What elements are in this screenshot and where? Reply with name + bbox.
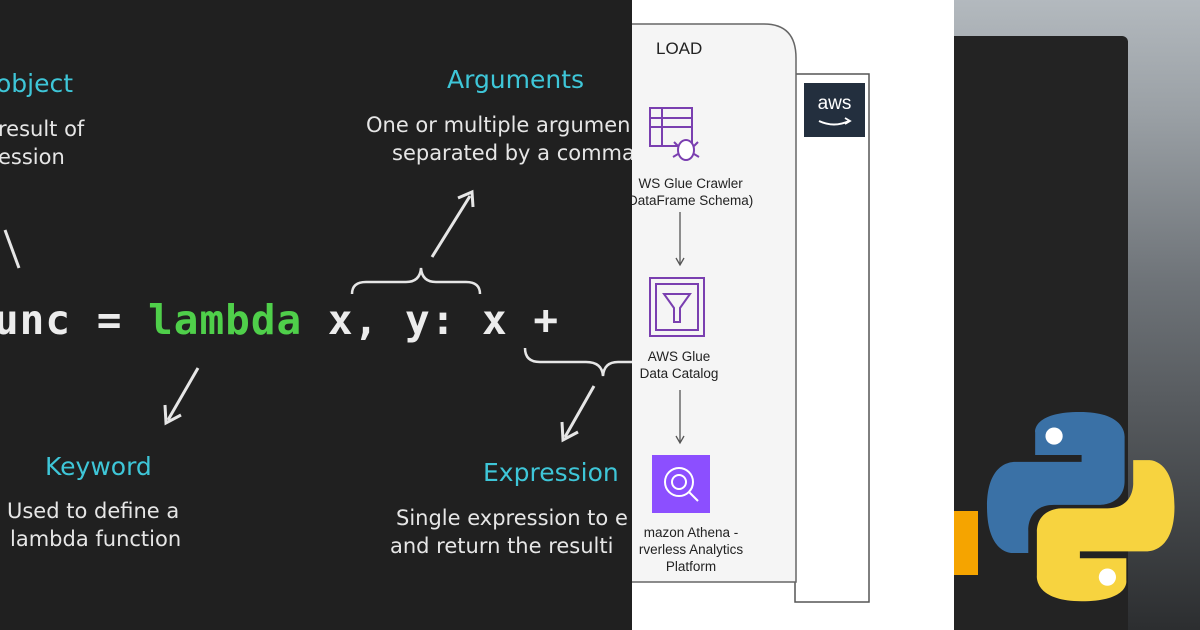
- aws-logo: aws: [804, 83, 865, 137]
- keyword-arrow: [166, 367, 200, 421]
- node-athena-line3: Platform: [665, 559, 717, 574]
- arguments-desc-line2: separated by a comma: [392, 141, 632, 165]
- arguments-arrow: [430, 195, 472, 258]
- orange-accent: [954, 511, 978, 575]
- expression-arrow-head: [560, 421, 579, 443]
- expression-brace: [523, 347, 632, 377]
- aws-logo-text: aws: [817, 93, 852, 114]
- aws-cloud-boundary: [794, 73, 870, 603]
- aws-load-diagram-panel: LOAD aws WS Glue Crawler DataFrame Schem…: [632, 0, 954, 630]
- arguments-arrow-head: [457, 189, 475, 208]
- object-pointer-line: [3, 229, 21, 269]
- arguments-brace: [350, 267, 482, 295]
- lambda-annotations: [3, 189, 632, 443]
- keyword-desc-line1: Used to define a: [7, 499, 180, 523]
- node-athena-line2: rverless Analytics: [638, 542, 744, 557]
- athena-icon-glyph: [664, 467, 699, 502]
- code-prefix: unc =: [0, 296, 149, 344]
- python-logo-icon: [987, 412, 1175, 602]
- load-section-title: LOAD: [656, 39, 703, 58]
- node-glue-catalog-line1: AWS Glue: [647, 349, 711, 364]
- code-suffix: x, y: x +: [302, 296, 560, 344]
- keyword-arrow-head: [163, 404, 182, 426]
- expression-arrow: [563, 385, 596, 438]
- node-glue-catalog-line2: Data Catalog: [639, 366, 719, 381]
- expression-desc-line2: and return the resulti: [390, 534, 614, 558]
- node-glue-crawler-label: WS Glue Crawler DataFrame Schema): [632, 175, 753, 209]
- python-panel: [954, 0, 1200, 630]
- lambda-diagram-panel: object result of ession Arguments One or…: [0, 65, 632, 558]
- flow-arrow-1-head: [675, 257, 685, 267]
- node-athena-label: mazon Athena - rverless Analytics Platfo…: [632, 524, 752, 575]
- load-section-frame: [632, 23, 797, 583]
- lambda-code-line: unc = lambda x, y: x +: [0, 296, 559, 344]
- flow-arrow-2-head: [675, 435, 685, 445]
- node-glue-crawler-line2: DataFrame Schema): [632, 193, 754, 208]
- node-athena-line1: mazon Athena -: [643, 525, 739, 540]
- aws-diagram-frames: [632, 23, 870, 603]
- athena-icon: [652, 455, 710, 513]
- object-desc-line1: result of: [0, 117, 85, 141]
- glue-data-catalog-icon: [649, 277, 705, 337]
- keyword-desc-line2: lambda function: [10, 527, 182, 551]
- object-desc-line2: ession: [0, 145, 65, 169]
- glue-crawler-icon: [649, 107, 700, 161]
- arguments-label: Arguments: [447, 65, 585, 94]
- expression-label: Expression: [483, 458, 619, 487]
- object-label: object: [0, 69, 74, 98]
- aws-smile-icon: [818, 117, 852, 126]
- expression-desc-line1: Single expression to e: [396, 506, 628, 530]
- arguments-desc-line1: One or multiple argumen: [366, 113, 631, 137]
- node-glue-catalog-label: AWS Glue Data Catalog: [634, 348, 724, 382]
- keyword-label: Keyword: [45, 452, 152, 481]
- node-glue-crawler-line1: WS Glue Crawler: [638, 176, 743, 191]
- code-keyword: lambda: [148, 296, 303, 344]
